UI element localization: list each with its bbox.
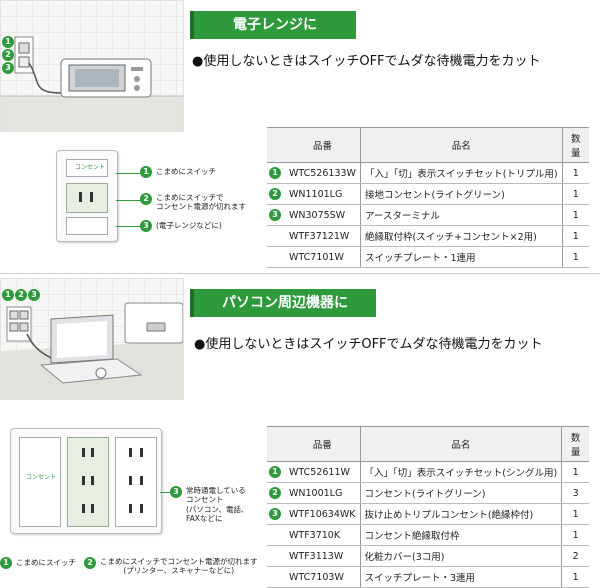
table-row: WTF3113W 化粧カバー(3コ用) 2	[267, 545, 589, 567]
triple-switch-plate: コンセント	[10, 428, 162, 534]
outlet-green	[66, 183, 108, 213]
header-qty: 数量	[561, 426, 589, 462]
section-divider	[0, 273, 600, 274]
header-qty: 数量	[561, 127, 589, 163]
header-code: 品番	[285, 127, 361, 163]
table-header-row: 品番 品名 数量	[267, 426, 589, 462]
table-row: 3 WTF10634WK 抜け止めトリプルコンセント(絶縁枠付) 1	[267, 503, 589, 525]
marker-3: 3	[2, 62, 14, 74]
marker-2: 2	[2, 49, 14, 61]
table-header-row: 品番 品名 数量	[267, 127, 589, 163]
single-switch-plate: コンセント	[56, 150, 118, 242]
section1-parts-table: 品番 品名 数量 1 WTC526133W 「入」「切」表示スイッチセット(トリ…	[267, 127, 589, 268]
table-row: 2 WN1101LG 接地コンセント(ライトグリーン) 1	[267, 183, 589, 205]
table-row: 1 WTC52611W 「入」「切」表示スイッチセット(シングル用) 1	[267, 461, 589, 483]
table-row: WTC7103W スイッチプレート・3連用 1	[267, 566, 589, 588]
microwave-scene-graphic	[1, 1, 183, 131]
table-row: 3 WN3075SW アースターミナル 1	[267, 204, 589, 226]
marker-1: 1	[2, 289, 14, 301]
header-name: 品名	[359, 127, 563, 163]
table-row: 2 WN1001LG コンセント(ライトグリーン) 3	[267, 482, 589, 504]
section2-parts-table: 品番 品名 数量 1 WTC52611W 「入」「切」表示スイッチセット(シング…	[267, 426, 589, 588]
plate-label: コンセント	[26, 474, 57, 481]
kitchen-illustration	[0, 0, 184, 132]
section1-banner: 電子レンジに	[190, 11, 356, 39]
table-row: 1 WTC526133W 「入」「切」表示スイッチセット(トリプル用) 1	[267, 162, 589, 184]
switch-rocker[interactable]: コンセント	[19, 437, 61, 527]
section2-banner: パソコン周辺機器に	[190, 289, 376, 317]
earth-terminal	[66, 217, 108, 235]
header-code: 品番	[285, 426, 361, 462]
marker-2: 2	[15, 289, 27, 301]
plate-label: コンセント	[75, 164, 106, 171]
table-row: WTC7101W スイッチプレート・1連用 1	[267, 246, 589, 268]
marker-1: 1	[2, 36, 14, 48]
section1-description: ●使用しないときはスイッチOFFでムダな待機電力をカット	[192, 54, 541, 69]
section1-callout-3: 3(電子レンジなどに)	[140, 220, 222, 232]
outlet-white-column	[115, 437, 157, 527]
header-name: 品名	[359, 426, 562, 462]
marker-3: 3	[28, 289, 40, 301]
switch-rocker[interactable]: コンセント	[66, 159, 108, 177]
outlet-green-column	[67, 437, 109, 527]
table-row: WTF37121W 絶縁取付枠(スイッチ+コンセント×2用) 1	[267, 225, 589, 247]
table-row: WTF3710K コンセント絶縁取付枠 1	[267, 524, 589, 546]
section2-description: ●使用しないときはスイッチOFFでムダな待機電力をカット	[194, 337, 543, 352]
